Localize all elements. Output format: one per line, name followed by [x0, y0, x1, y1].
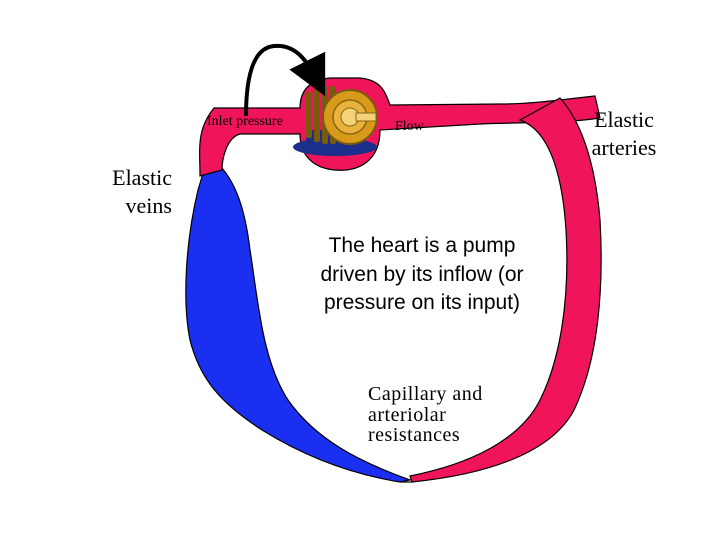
elastic-veins-label: Elastic veins — [112, 165, 172, 218]
artery-tube — [409, 97, 602, 483]
flow-label: Flow — [395, 119, 424, 134]
heart-description-text: The heart is a pump driven by its inflow… — [320, 234, 524, 314]
feedback-arrow-icon — [244, 43, 326, 117]
inlet-pressure-label: Inlet pressure — [207, 114, 283, 129]
pump-icon — [293, 86, 378, 156]
capillary-resistances-label: Capillary and arteriolar resistances — [368, 383, 483, 446]
elastic-arteries-label: Elastic arteries — [591, 107, 657, 160]
vein-tube — [185, 167, 413, 483]
